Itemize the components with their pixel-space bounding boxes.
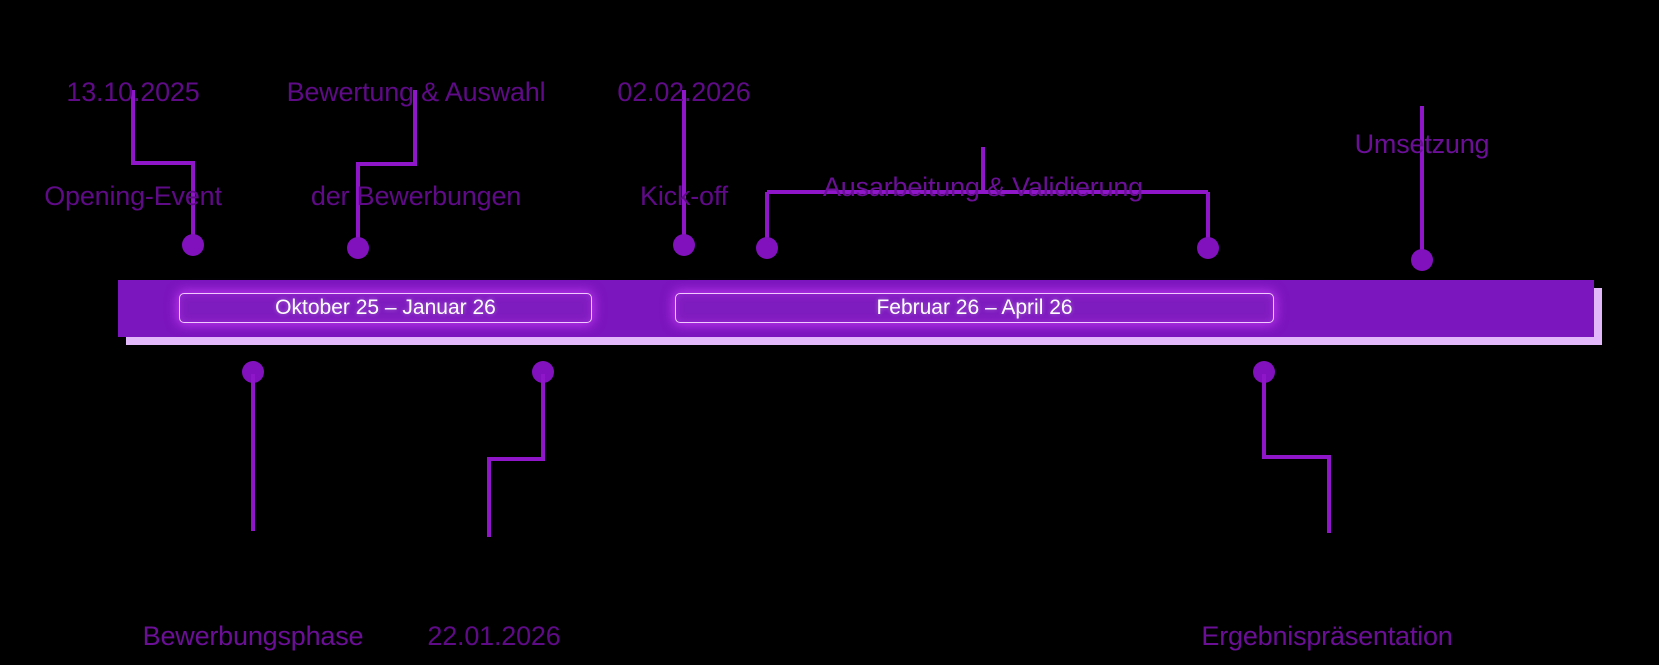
label-pitch-event: 22.01.2026 Pitch-Event	[389, 550, 599, 665]
label-opening-event: 13.10.2025 Opening-Event	[23, 6, 243, 282]
connector-opening-event	[131, 90, 195, 243]
label-bewerbungsphase: Bewerbungsphase	[123, 550, 383, 665]
label-ausarbeitung-validierung-line1: Ausarbeitung & Validierung	[822, 172, 1143, 203]
label-bewertung-auswahl-line2: der Bewerbungen	[310, 180, 522, 211]
dot-opening-event	[182, 234, 204, 256]
dot-bewertung-auswahl	[347, 237, 369, 259]
label-kick-off-line2: Kick-off	[640, 180, 728, 211]
dot-umsetzung	[1411, 249, 1433, 271]
timeline-bar	[118, 280, 1594, 337]
label-opening-event-line1: 13.10.2025	[66, 77, 200, 108]
label-ergebnispraesentation: Ergebnispräsentation	[1177, 550, 1477, 665]
phase-chip-label: Februar 26 – April 26	[876, 296, 1073, 319]
dot-ausarbeitung-end	[1197, 237, 1219, 259]
label-kick-off: 02.02.2026 Kick-off	[574, 6, 794, 282]
phase-chip-label: Oktober 25 – Januar 26	[275, 296, 496, 319]
connector-ergebnispraesentation	[1262, 374, 1331, 533]
dot-ausarbeitung-start	[756, 237, 778, 259]
label-bewertung-auswahl-line1: Bewertung & Auswahl	[286, 77, 546, 108]
connector-bewertung-auswahl	[356, 90, 417, 246]
label-umsetzung: Umsetzung	[1322, 58, 1522, 231]
dot-bewerbungsphase	[242, 361, 264, 383]
phase-chip-oktober-januar[interactable]: Oktober 25 – Januar 26	[179, 293, 592, 323]
label-bewertung-auswahl: Bewertung & Auswahl der Bewerbungen	[266, 6, 566, 282]
phase-chip-februar-april[interactable]: Februar 26 – April 26	[675, 293, 1274, 323]
connector-pitch-event	[487, 374, 545, 537]
label-pitch-event-line1: 22.01.2026	[427, 621, 561, 652]
label-ausarbeitung-validierung: Ausarbeitung & Validierung	[803, 101, 1163, 274]
label-bewerbungsphase-line1: Bewerbungsphase	[142, 621, 364, 652]
label-umsetzung-line1: Umsetzung	[1354, 129, 1490, 160]
label-opening-event-line2: Opening-Event	[44, 180, 222, 211]
dot-ergebnispraesentation	[1253, 361, 1275, 383]
dot-kick-off	[673, 234, 695, 256]
label-ergebnispraesentation-line1: Ergebnispräsentation	[1201, 621, 1453, 652]
label-kick-off-line1: 02.02.2026	[617, 77, 751, 108]
dot-pitch-event	[532, 361, 554, 383]
